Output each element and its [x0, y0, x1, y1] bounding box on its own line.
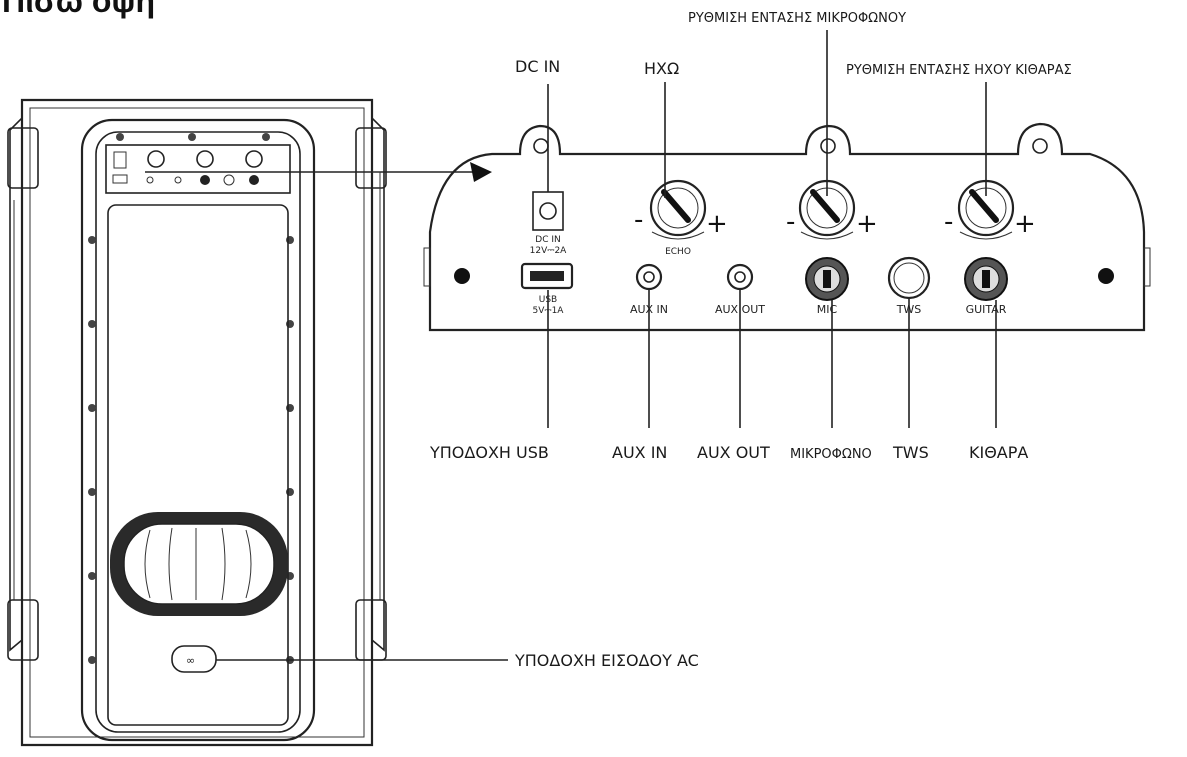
- strip-usb-port: [112, 174, 128, 184]
- strip-echo-knob: [147, 150, 165, 168]
- speaker-rear-body: ∞: [7, 98, 387, 747]
- aux-in-jack-hole: [643, 271, 655, 283]
- echo-knob-cap: [657, 187, 699, 229]
- inner-frame-inner: [95, 131, 301, 733]
- aux-out-jack: [726, 263, 754, 291]
- corner-bracket-top-right: [355, 127, 387, 189]
- aux-out-jack-hole: [734, 271, 746, 283]
- dc-in-mark: DC IN: [535, 235, 560, 245]
- tws-button-inner: [893, 262, 925, 294]
- strip-aux-in: [146, 176, 154, 184]
- dc-in-jack-pin: [539, 202, 557, 220]
- aux-in-jack: [635, 263, 663, 291]
- strip-tws-button: [223, 174, 235, 186]
- strip-mic-knob: [196, 150, 214, 168]
- echo-plus: +: [706, 209, 728, 239]
- panel-screw-right: [1098, 268, 1114, 284]
- label-usb-socket: ΥΠΟΔΟΧΗ USB: [429, 443, 549, 462]
- callout-leader-lines: [216, 30, 997, 661]
- ac-inlet: [171, 645, 217, 673]
- bass-port-opening: [123, 523, 275, 605]
- strip-guitar-jack: [249, 175, 259, 185]
- zoom-pointer-bracket: [372, 171, 381, 218]
- dc-in-jack: [532, 191, 564, 231]
- tws-button: [887, 256, 931, 300]
- speaker-outer-shell: [20, 98, 374, 747]
- control-panel-zoom: DC IN 12V⎓2A USB 5V⎓1A - + ECHO - +: [423, 122, 1151, 332]
- zoom-pointer-arrowhead: [470, 162, 492, 182]
- label-guitar: ΚΙΘΑΡΑ: [969, 443, 1028, 462]
- control-panel-outline: [428, 122, 1146, 332]
- speaker-shell-inner-edge: [29, 107, 365, 738]
- guitar-minus: -: [944, 207, 953, 237]
- echo-knob-ring: [649, 179, 707, 237]
- label-aux-in: AUX IN: [612, 443, 667, 462]
- ac-inlet-symbol: ∞: [186, 654, 195, 667]
- dc-rating-mark: 12V⎓2A: [530, 246, 568, 256]
- guitar-knob-pointer: [969, 189, 999, 223]
- echo-knob-pointer: [661, 189, 691, 223]
- right-side-rail: [371, 116, 385, 652]
- mic-mark: MIC: [817, 303, 838, 316]
- corner-bracket-bottom-left: [7, 599, 39, 661]
- mic-plus: +: [856, 209, 878, 239]
- guitar-jack-slot: [982, 270, 990, 288]
- label-aux-out: AUX OUT: [697, 443, 770, 462]
- strip-dc-jack: [113, 151, 127, 169]
- usb-port: [520, 262, 574, 290]
- inner-frame-outer: [80, 118, 316, 742]
- panel-side-clip-right: [1143, 247, 1151, 287]
- strip-aux-out: [174, 176, 182, 184]
- mic-knob-pointer: [810, 189, 840, 223]
- control-strip: [105, 144, 291, 194]
- echo-knob-arc: [651, 231, 705, 240]
- label-echo: ΗΧΩ: [644, 59, 679, 78]
- label-tws: TWS: [892, 443, 929, 462]
- rear-panel: [107, 204, 289, 726]
- strip-mic-jack: [200, 175, 210, 185]
- label-guitar-volume: ΡΥΘΜΙΣΗ ΕΝΤΑΣΗΣ ΗΧΟΥ ΚΙΘΑΡΑΣ: [846, 63, 1072, 78]
- mic-minus: -: [786, 207, 795, 237]
- corner-bracket-top-left: [7, 127, 39, 189]
- guitar-mark: GUITAR: [966, 303, 1007, 316]
- panel-screw-left: [454, 268, 470, 284]
- mount-hole-3: [1032, 138, 1048, 154]
- guitar-knob-arc: [959, 231, 1013, 240]
- echo-minus: -: [634, 205, 643, 235]
- usb-port-slot: [530, 271, 564, 281]
- label-mic-volume: ΡΥΘΜΙΣΗ ΕΝΤΑΣΗΣ ΜΙΚΡΟΦΩΝΟΥ: [688, 11, 906, 26]
- panel-side-clip-left: [423, 247, 431, 287]
- label-ac-input: ΥΠΟΔΟΧΗ ΕΙΣΟΔΟΥ AC: [514, 651, 699, 670]
- mic-jack-slot: [823, 270, 831, 288]
- echo-mark: ECHO: [665, 247, 691, 257]
- label-microphone: ΜΙΚΡΟΦΩΝΟ: [790, 447, 872, 462]
- mount-hole-2: [820, 138, 836, 154]
- mic-knob-arc: [800, 231, 854, 240]
- bass-port-fins: [144, 527, 252, 601]
- guitar-plus: +: [1014, 209, 1036, 239]
- strip-guitar-knob: [245, 150, 263, 168]
- echo-knob: [649, 179, 707, 240]
- label-dc-in: DC IN: [515, 57, 560, 76]
- left-side-rail: [9, 116, 23, 652]
- page-title: Πισω οψη: [2, 0, 155, 19]
- mount-hole-1: [533, 138, 549, 154]
